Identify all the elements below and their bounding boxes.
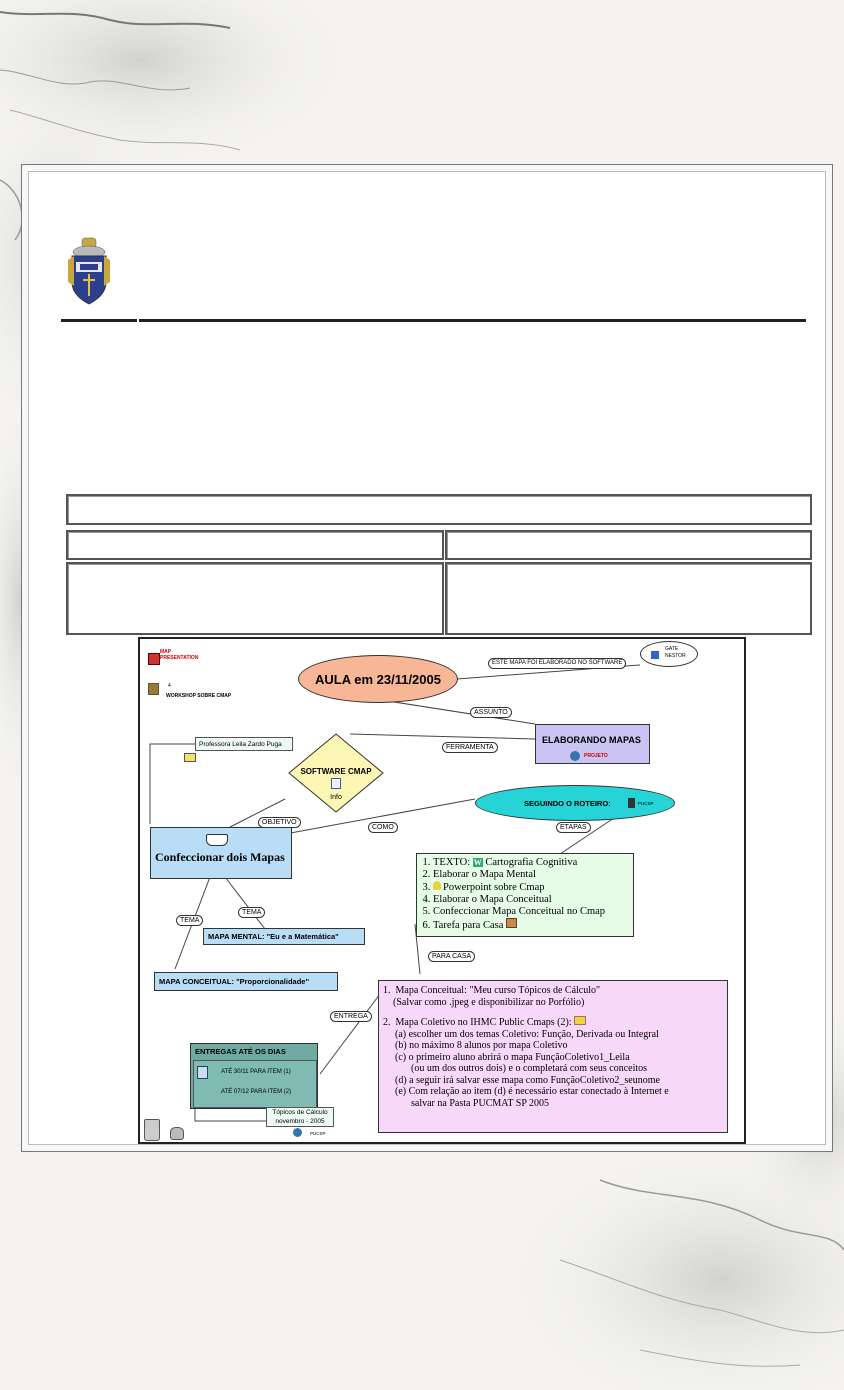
node-steps[interactable]: TEXTO: W Cartografia Cognitiva Elaborar …	[416, 853, 634, 937]
node-topicos[interactable]: Tópicos de Cálculo novembro - 2005	[266, 1107, 334, 1127]
node-task-list[interactable]: 1. Mapa Conceitual: "Meu curso Tópicos d…	[378, 980, 728, 1133]
node-software-cmap-shape	[288, 733, 384, 813]
presentation-link[interactable]: MAP PRESENTATION	[148, 649, 208, 665]
node-seguindo-roteiro[interactable]: SEGUINDO O ROTEIRO: PUCSP	[475, 785, 675, 821]
edge-label-para-casa: PARA CASA	[428, 951, 476, 962]
workshop-link[interactable]: 4 WORKSHOP SOBRE CMAP	[148, 683, 268, 703]
concept-map: MAP PRESENTATION 4 WORKSHOP SOBRE CMAP A…	[138, 637, 746, 1144]
document-icon	[331, 778, 341, 789]
edge-label-como: COMO	[368, 822, 398, 833]
edge-label-etapas: ETAPAS	[556, 822, 591, 833]
table-cell-right	[445, 530, 812, 560]
edge-label-entrega: ENTREGA	[330, 1011, 372, 1022]
house-icon	[651, 651, 659, 659]
node-entregas[interactable]: ENTREGAS ATÉ OS DIAS ATÉ 30/11 PARA ITEM…	[190, 1043, 318, 1109]
edge-label-ferramenta: FERRAMENTA	[442, 742, 498, 753]
edge-label-software: ESTE MAPA FOI ELABORADO NO SOFTWARE	[488, 658, 627, 669]
bag-icon[interactable]	[170, 1127, 184, 1140]
table-cell-right-large	[445, 562, 812, 635]
edge-label-tema-1: TEMA	[176, 915, 204, 926]
university-crest-icon	[68, 237, 110, 305]
node-professora[interactable]: Professora Leila Zardo Puga	[195, 737, 293, 751]
word-icon: W	[472, 858, 483, 867]
node-elaborando-mapas[interactable]: ELABORANDO MAPAS PROJETO	[535, 724, 650, 764]
open-book-icon	[206, 834, 228, 846]
table-row-header	[66, 494, 812, 525]
node-software-cmap[interactable]: SOFTWARE CMAP Info	[300, 767, 372, 801]
node-confeccionar[interactable]: Confeccionar dois Mapas	[150, 827, 292, 879]
globe-icon	[293, 1128, 302, 1137]
node-mapa-conceitual[interactable]: MAPA CONCEITUAL: "Proporcionalidade"	[154, 972, 338, 991]
header-rule	[61, 319, 806, 322]
home-icon	[506, 918, 518, 928]
table-cell-left-large	[66, 562, 444, 635]
node-aula[interactable]: AULA em 23/11/2005	[298, 655, 458, 703]
edge-label-tema-2: TEMA	[238, 907, 266, 918]
lightbulb-icon	[433, 881, 441, 890]
table-cell-left	[66, 530, 444, 560]
folder-icon	[574, 1016, 587, 1025]
home-icon	[148, 653, 160, 665]
person-icon	[628, 798, 635, 808]
book-icon	[148, 683, 159, 695]
trash-icon[interactable]	[144, 1119, 160, 1141]
notepad-icon	[197, 1066, 208, 1079]
node-mapa-mental[interactable]: MAPA MENTAL: "Eu e a Matemática"	[203, 928, 365, 945]
globe-icon	[570, 751, 580, 761]
mail-icon	[184, 753, 196, 762]
node-gate-nestor[interactable]: GATE NESTOR	[640, 641, 698, 667]
edge-label-assunto: ASSUNTO	[470, 707, 512, 718]
